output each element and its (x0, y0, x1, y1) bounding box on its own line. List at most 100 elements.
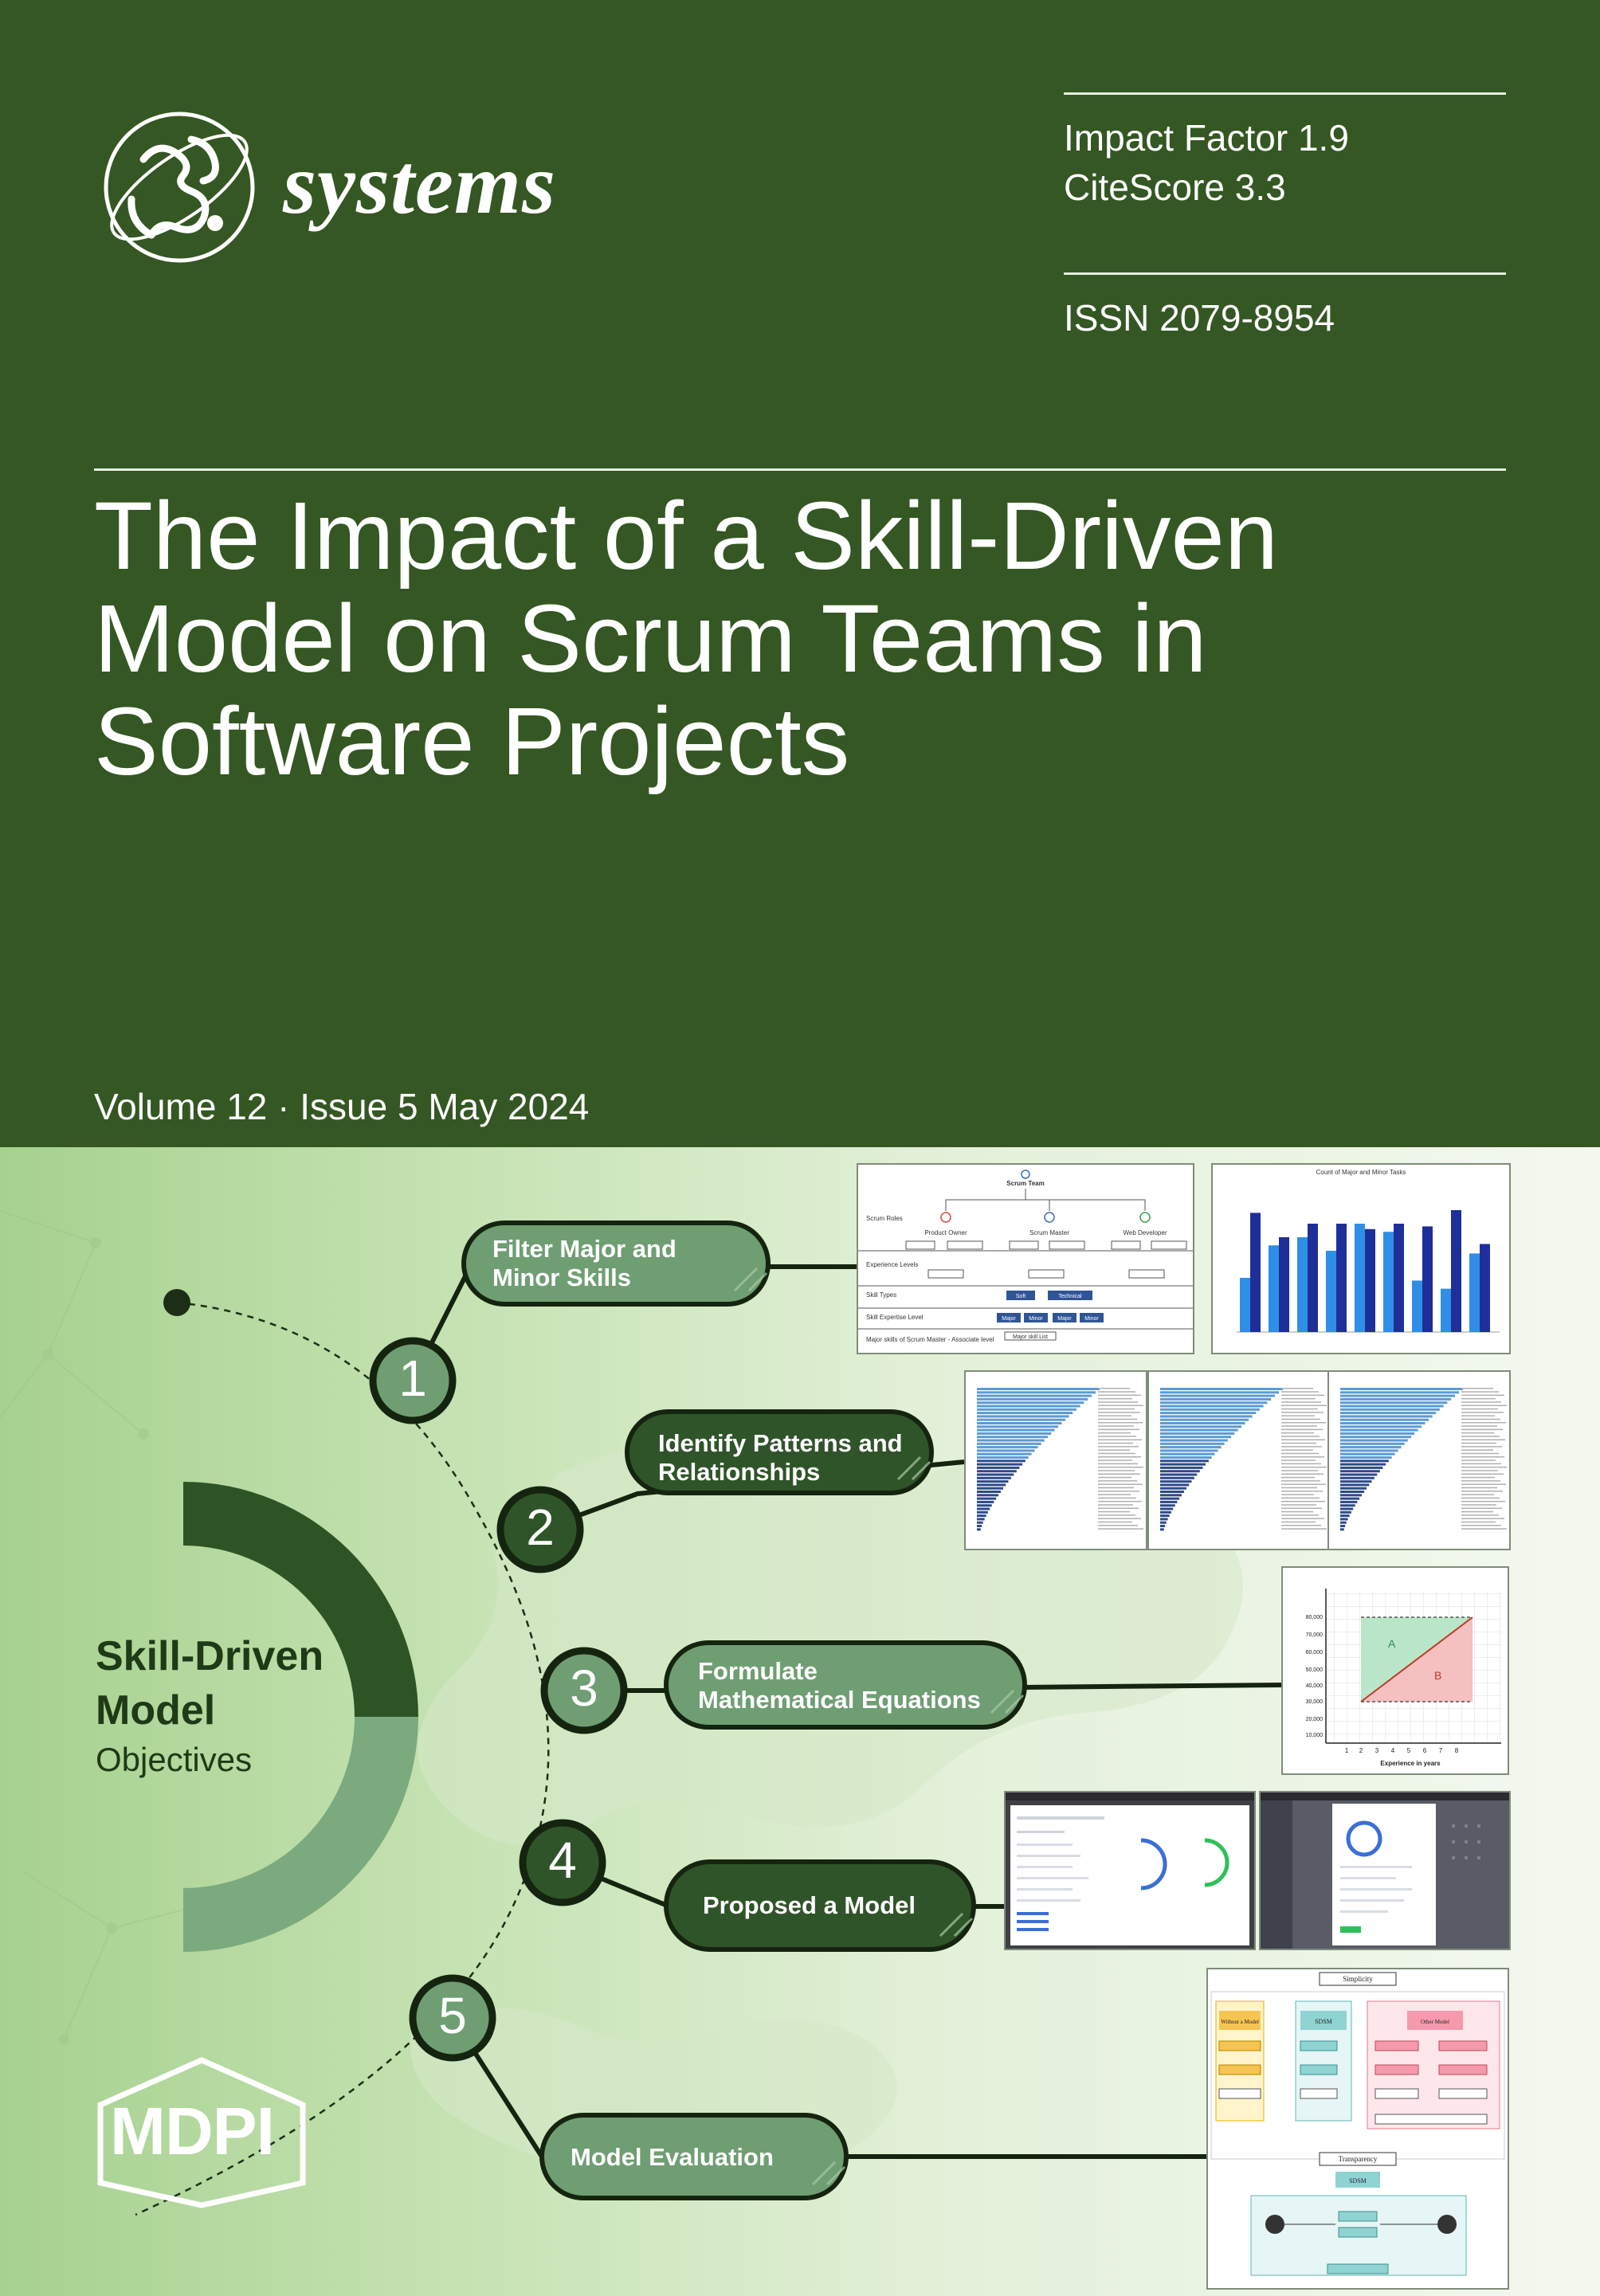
pattern-bar (1160, 1473, 1198, 1476)
pattern-bar (977, 1456, 1029, 1459)
svg-text:Skill Expertise Level: Skill Expertise Level (866, 1314, 924, 1321)
count-bar-minor (1355, 1224, 1365, 1332)
pattern-bar (977, 1388, 1100, 1390)
svg-text:Experience Levels: Experience Levels (866, 1261, 918, 1268)
pattern-legend-line (1098, 1422, 1143, 1424)
pattern-legend-line (1098, 1473, 1140, 1475)
pattern-legend-line (1461, 1456, 1504, 1458)
step-1-label: Filter Major and Minor Skills (492, 1235, 676, 1291)
pattern-legend-line (1098, 1397, 1132, 1400)
pattern-legend-line (1461, 1415, 1495, 1416)
pattern-legend-line (1098, 1439, 1142, 1440)
thumbnail-equations-graph: 80,000 70,000 60,000 50,000 40,000 30,00… (1281, 1566, 1509, 1775)
pattern-legend-line (1098, 1401, 1138, 1403)
pattern-legend-line (1461, 1525, 1501, 1526)
pattern-legend-line (1281, 1518, 1324, 1519)
pattern-legend-line (1461, 1483, 1506, 1485)
pattern-bar (977, 1494, 998, 1497)
pattern-legend-line (1098, 1487, 1134, 1489)
pattern-legend-line (1281, 1463, 1321, 1465)
pattern-legend-line (1098, 1412, 1140, 1413)
svg-text:1: 1 (1345, 1747, 1349, 1754)
network-background (0, 1210, 213, 2045)
pattern-bar (977, 1528, 981, 1531)
pattern-bar (1160, 1507, 1174, 1510)
svg-text:10,000: 10,000 (1306, 1733, 1324, 1738)
count-bar-major (1308, 1224, 1318, 1332)
pattern-bar (1160, 1487, 1187, 1490)
pattern-legend-line (1098, 1418, 1137, 1420)
pattern-bar (1160, 1456, 1212, 1459)
pattern-legend-line (1281, 1418, 1320, 1420)
step-4-label: Proposed a Model (703, 1891, 916, 1919)
svg-text:8: 8 (1455, 1747, 1459, 1754)
svg-text:Soft: Soft (1016, 1294, 1026, 1299)
pattern-legend-line (1098, 1507, 1139, 1509)
pattern-bar (1340, 1525, 1346, 1527)
pattern-legend-line (1281, 1388, 1313, 1389)
pattern-bar (977, 1428, 1055, 1432)
pattern-legend-line (1461, 1491, 1503, 1492)
metrics-middle-rule (1064, 272, 1506, 275)
patterns-chart-2 (1160, 1388, 1327, 1531)
pattern-legend-line (1281, 1470, 1318, 1471)
pattern-legend-line (1461, 1507, 1502, 1509)
pattern-legend-line (1281, 1405, 1327, 1406)
pattern-legend-line (1281, 1510, 1313, 1513)
pattern-bar (1160, 1405, 1264, 1408)
pattern-bar (1340, 1428, 1418, 1432)
pattern-legend-line (1098, 1500, 1142, 1503)
count-bar-minor (1326, 1251, 1336, 1332)
patterns-chart-1 (977, 1388, 1143, 1531)
count-bar-chart: Count of Major and Minor Tasks (1237, 1169, 1500, 1333)
pattern-bar (1340, 1494, 1362, 1497)
ring-dark-segment (183, 1482, 418, 1717)
pattern-bar (977, 1397, 1088, 1401)
pattern-bar (1160, 1518, 1168, 1521)
count-bar-major (1480, 1244, 1490, 1332)
count-bar-major (1279, 1237, 1289, 1332)
svg-text:Major skills of Scrum Master -: Major skills of Scrum Master - Associate… (866, 1336, 994, 1343)
svg-text:Simplicity: Simplicity (1343, 1975, 1373, 1983)
pattern-legend-line (1281, 1491, 1323, 1492)
pattern-legend-line (1461, 1439, 1505, 1440)
pattern-bar (1160, 1480, 1192, 1483)
svg-text:A: A (1388, 1637, 1396, 1650)
pattern-bar (1160, 1394, 1276, 1397)
pattern-legend-line (1281, 1408, 1318, 1410)
svg-text:50,000: 50,000 (1306, 1667, 1324, 1673)
pattern-legend-line (1461, 1422, 1506, 1424)
count-bar-major (1250, 1213, 1261, 1332)
svg-text:Transparency: Transparency (1339, 2155, 1378, 2163)
count-bar-major (1394, 1224, 1404, 1332)
pattern-legend-line (1461, 1494, 1494, 1495)
pattern-legend-line (1461, 1510, 1493, 1513)
pattern-bar (977, 1432, 1052, 1435)
thumbnail-patterns-panel-1 (964, 1370, 1147, 1550)
pattern-bar (1160, 1491, 1184, 1493)
pattern-legend-line (1098, 1449, 1130, 1451)
pattern-legend-line (1281, 1497, 1320, 1499)
pattern-legend-line (1461, 1405, 1507, 1406)
pattern-legend-line (1098, 1415, 1131, 1416)
pattern-legend-line (1461, 1449, 1493, 1451)
thumbnail-model-screen-1 (1004, 1791, 1256, 1950)
article-title-line-2: Model on Scrum Teams in (94, 584, 1207, 692)
equations-graph: 80,000 70,000 60,000 50,000 40,000 30,00… (1306, 1589, 1501, 1767)
article-title-line-1: The Impact of a Skill-Driven (94, 481, 1279, 590)
pattern-legend-line (1461, 1528, 1507, 1530)
pattern-bar (977, 1514, 986, 1518)
pattern-bar (1340, 1473, 1378, 1476)
pattern-legend-line (1098, 1459, 1132, 1461)
pattern-legend-line (1098, 1408, 1135, 1410)
pattern-legend-line (1098, 1483, 1143, 1485)
pattern-bar (1340, 1439, 1408, 1442)
pattern-legend-line (1098, 1432, 1131, 1434)
svg-text:20,000: 20,000 (1306, 1717, 1324, 1722)
pattern-bar (1160, 1497, 1180, 1500)
step-1-number: 1 (398, 1350, 427, 1407)
pattern-legend-line (1461, 1470, 1498, 1471)
pattern-bar (1340, 1394, 1456, 1397)
pattern-bar (1160, 1525, 1166, 1527)
pattern-legend-line (1281, 1476, 1315, 1479)
